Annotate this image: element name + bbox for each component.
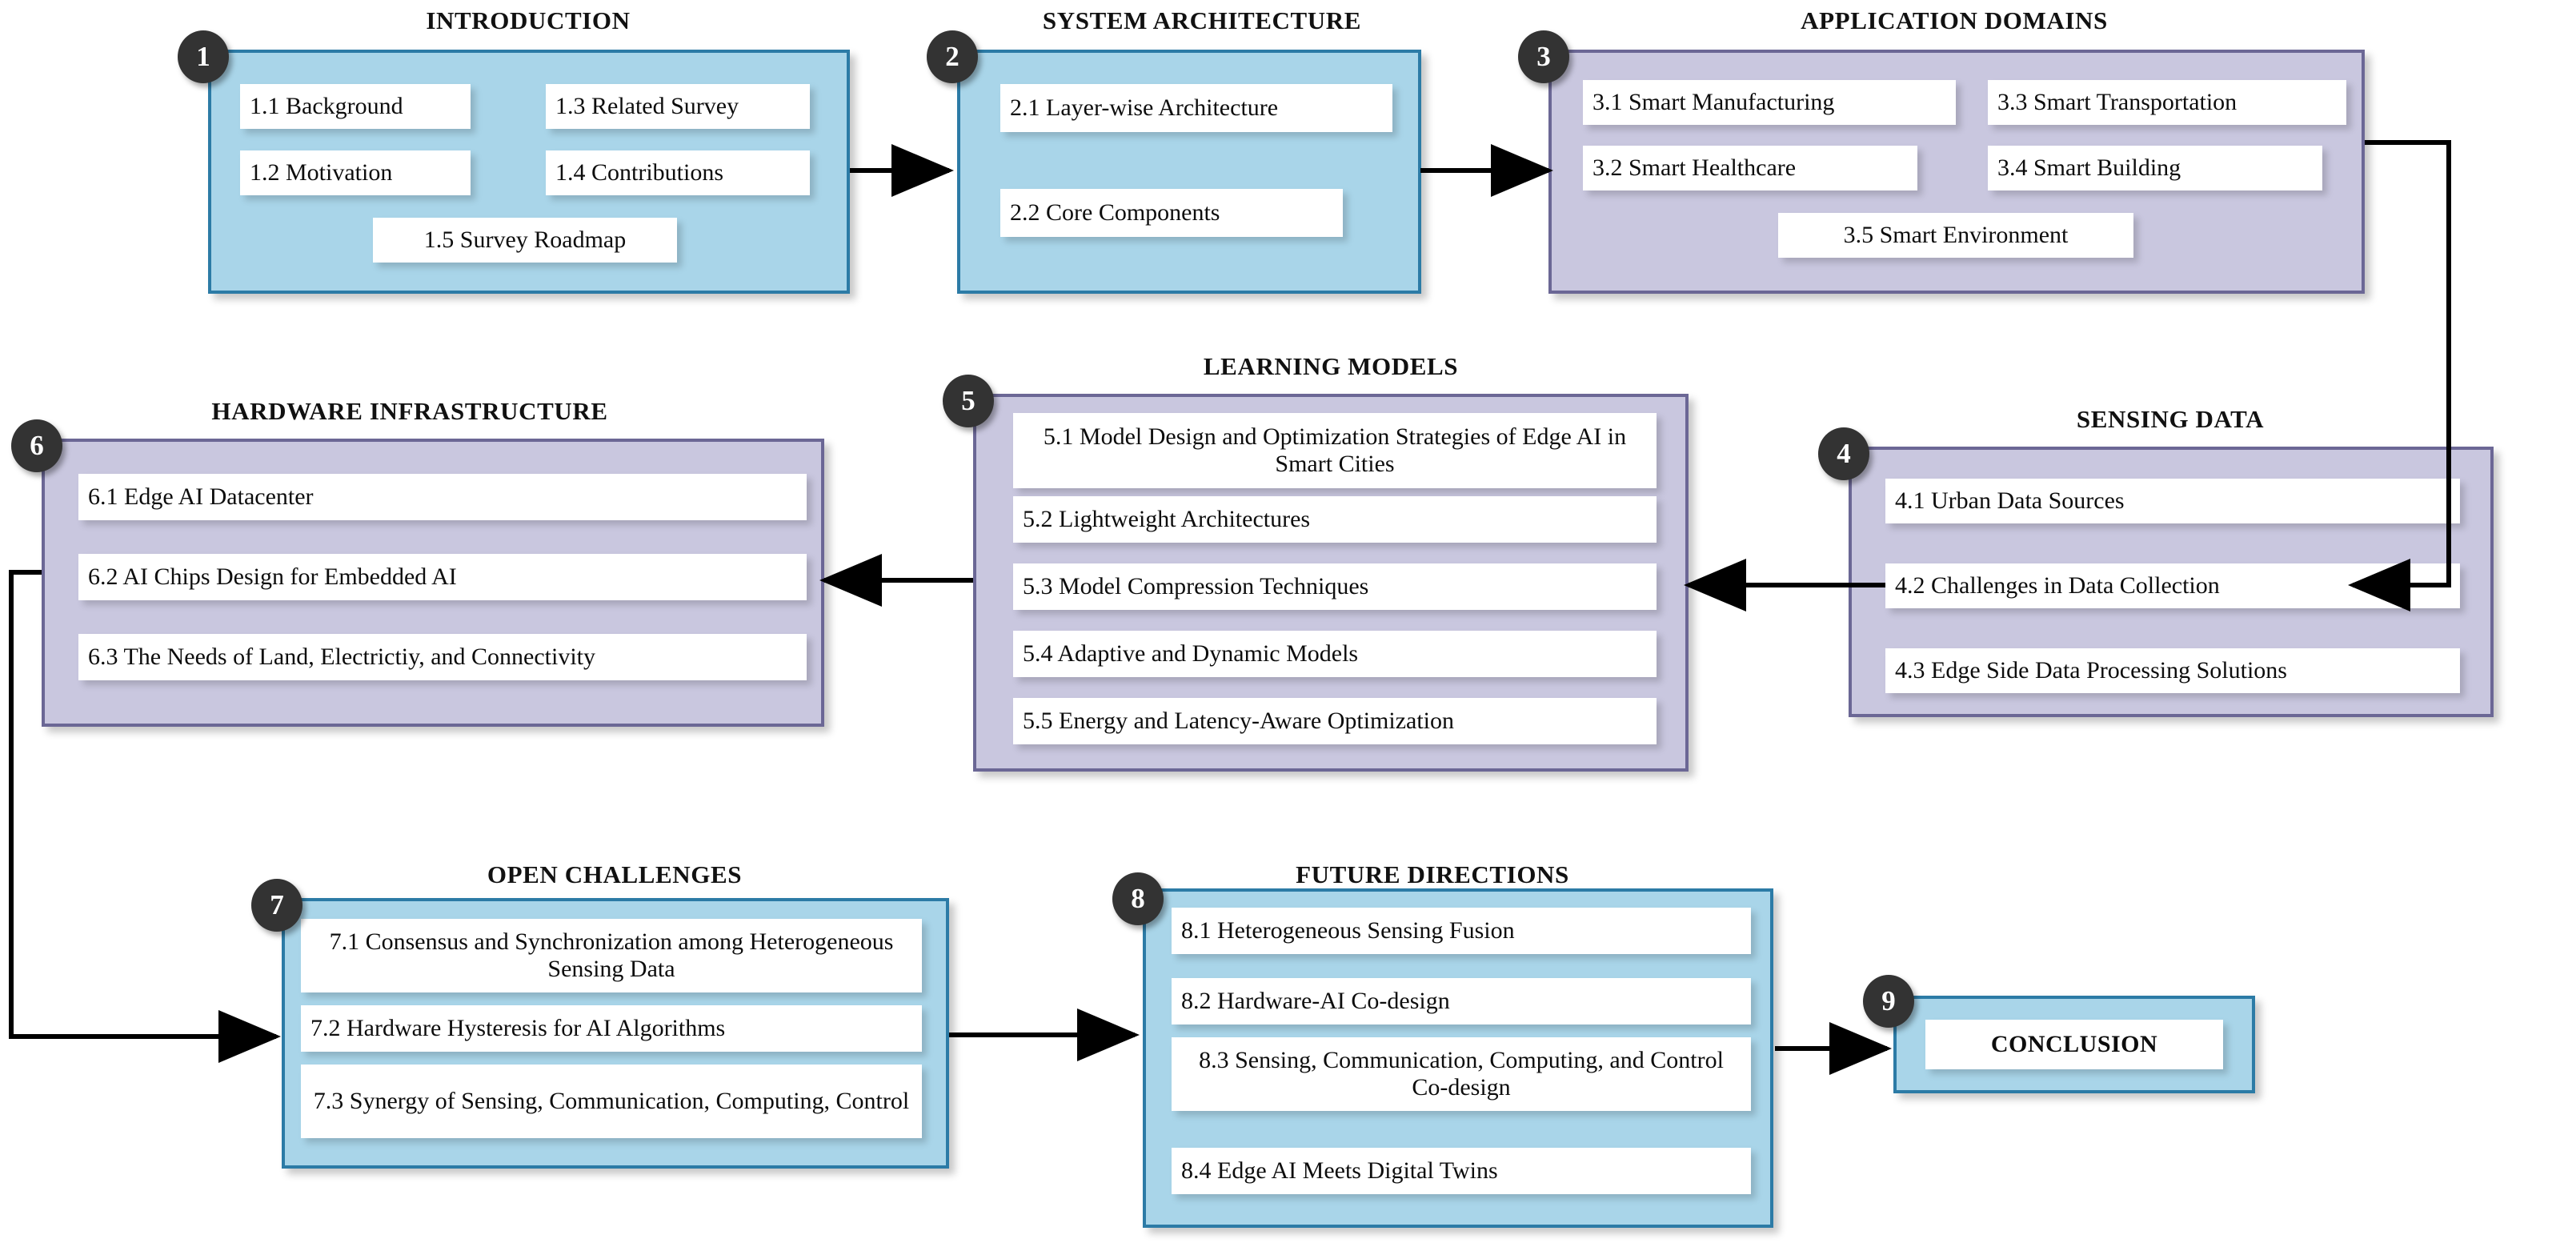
section-4-title: SENSING DATA <box>2076 405 2265 433</box>
section-6-item-2[interactable]: 6.2 AI Chips Design for Embedded AI <box>78 554 807 600</box>
section-7-badge: 7 <box>251 879 302 932</box>
section-6-item-1[interactable]: 6.1 Edge AI Datacenter <box>78 474 807 520</box>
section-4-badge: 4 <box>1818 427 1869 480</box>
section-2-title: SYSTEM ARCHITECTURE <box>1042 6 1362 34</box>
section-5-item-2[interactable]: 5.2 Lightweight Architectures <box>1013 496 1657 543</box>
section-8-item-1[interactable]: 8.1 Heterogeneous Sensing Fusion <box>1172 908 1751 954</box>
section-7-title: OPEN CHALLENGES <box>487 860 743 888</box>
section-3-item-3[interactable]: 3.3 Smart Transportation <box>1988 80 2346 125</box>
section-5-badge: 5 <box>943 375 994 427</box>
section-5-title: LEARNING MODELS <box>1203 352 1459 380</box>
section-4-item-1[interactable]: 4.1 Urban Data Sources <box>1885 479 2460 523</box>
section-3-badge: 3 <box>1518 30 1569 83</box>
section-5-item-5[interactable]: 5.5 Energy and Latency-Aware Optimizatio… <box>1013 698 1657 744</box>
section-1-item-5[interactable]: 1.5 Survey Roadmap <box>373 218 677 263</box>
section-9-badge: 9 <box>1863 975 1914 1028</box>
section-2-badge: 2 <box>927 30 978 83</box>
section-6-item-3[interactable]: 6.3 The Needs of Land, Electrictiy, and … <box>78 634 807 680</box>
section-2-item-1[interactable]: 2.1 Layer-wise Architecture <box>1000 84 1392 132</box>
section-8-item-4[interactable]: 8.4 Edge AI Meets Digital Twins <box>1172 1148 1751 1194</box>
section-5-item-1[interactable]: 5.1 Model Design and Optimization Strate… <box>1013 413 1657 488</box>
section-4-item-2[interactable]: 4.2 Challenges in Data Collection <box>1885 563 2460 608</box>
section-1-title: INTRODUCTION <box>426 6 631 34</box>
section-5-item-4[interactable]: 5.4 Adaptive and Dynamic Models <box>1013 631 1657 677</box>
section-3-item-2[interactable]: 3.2 Smart Healthcare <box>1583 146 1917 190</box>
section-8-item-3[interactable]: 8.3 Sensing, Communication, Computing, a… <box>1172 1037 1751 1111</box>
section-6-badge: 6 <box>11 419 62 472</box>
section-9-label[interactable]: CONCLUSION <box>1925 1020 2223 1069</box>
section-3-item-4[interactable]: 3.4 Smart Building <box>1988 146 2322 190</box>
section-5-item-3[interactable]: 5.3 Model Compression Techniques <box>1013 563 1657 610</box>
section-6-title: HARDWARE INFRASTRUCTURE <box>211 397 608 425</box>
section-4-item-3[interactable]: 4.3 Edge Side Data Processing Solutions <box>1885 648 2460 693</box>
section-8-title: FUTURE DIRECTIONS <box>1296 860 1569 888</box>
section-2-item-2[interactable]: 2.2 Core Components <box>1000 189 1343 237</box>
section-1-item-2[interactable]: 1.2 Motivation <box>240 150 471 195</box>
section-7-item-3[interactable]: 7.3 Synergy of Sensing, Communication, C… <box>301 1065 922 1138</box>
section-8-badge: 8 <box>1112 872 1164 925</box>
section-1-item-1[interactable]: 1.1 Background <box>240 84 471 129</box>
section-1-badge: 1 <box>178 30 229 83</box>
section-3-title: APPLICATION DOMAINS <box>1801 6 2108 34</box>
section-7-item-1[interactable]: 7.1 Consensus and Synchronization among … <box>301 919 922 992</box>
section-1-item-3[interactable]: 1.3 Related Survey <box>546 84 810 129</box>
section-8-item-2[interactable]: 8.2 Hardware-AI Co-design <box>1172 978 1751 1024</box>
section-7-item-2[interactable]: 7.2 Hardware Hysteresis for AI Algorithm… <box>301 1005 922 1052</box>
section-3-item-5[interactable]: 3.5 Smart Environment <box>1778 213 2133 258</box>
section-3-item-1[interactable]: 3.1 Smart Manufacturing <box>1583 80 1956 125</box>
section-1-item-4[interactable]: 1.4 Contributions <box>546 150 810 195</box>
